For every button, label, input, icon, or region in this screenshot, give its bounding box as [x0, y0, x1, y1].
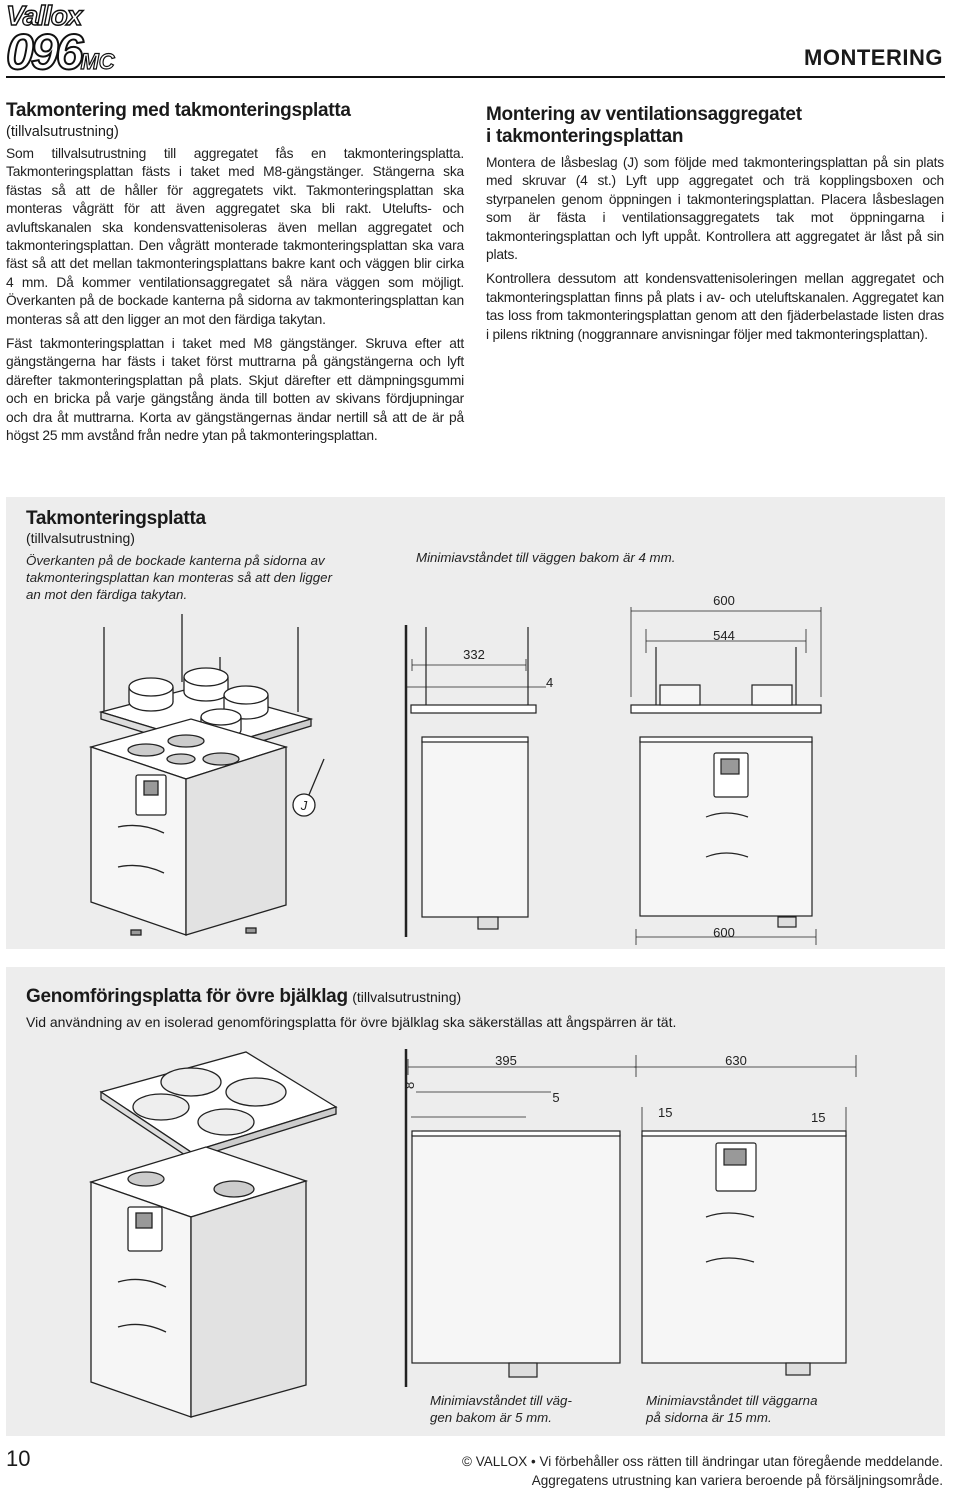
- model-suffix: MC: [80, 48, 115, 74]
- figure2-note-back-line2: gen bakom är 5 mm.: [430, 1410, 552, 1425]
- condensate-drain: [477, 916, 499, 930]
- control-display: [143, 780, 159, 796]
- left-paragraph-2: Fäst takmonteringsplattan i taket med M8…: [6, 336, 464, 444]
- right-column-title-line2: i takmonteringsplattan: [486, 126, 684, 147]
- figure1-note-line2: takmonteringsplattan kan monteras så att…: [26, 570, 333, 585]
- page-number: 10: [6, 1446, 31, 1471]
- figure2-note-sides-line1: Minimiavståndet till väggarna: [646, 1393, 818, 1408]
- unit-side-view: [421, 740, 529, 918]
- dim-15-left: 15: [658, 1105, 672, 1120]
- section-title: MONTERING: [804, 45, 943, 70]
- figure1-wall-note: Minimiavståndet till väggen bakom är 4 m…: [416, 550, 676, 565]
- header-divider: [6, 76, 945, 78]
- duct-top: [128, 677, 174, 697]
- isometric-through-plate-drawing: [88, 1051, 338, 1418]
- figure2-title: Genomföringsplatta för övre bjälklag: [26, 986, 348, 1007]
- figure1-drawings: J 332 4: [88, 593, 822, 945]
- footer: © VALLOX • Vi förbehåller oss rätten til…: [462, 1452, 943, 1490]
- figure2-heading: Genomföringsplatta för övre bjälklag (ti…: [26, 985, 461, 1009]
- dim-5: 5: [552, 1090, 559, 1105]
- figure2-title-suffix: (tillvalsutrustning): [352, 989, 462, 1005]
- callout-circle: [292, 793, 316, 817]
- dim-630: 630: [725, 1053, 747, 1068]
- right-paragraph-2: Kontrollera dessutom att kondensvattenis…: [486, 271, 944, 342]
- right-column: Montering av ventilationsaggregatet i ta…: [486, 104, 944, 350]
- figure2-note-back-line1: Minimiavståndet till väg-: [430, 1393, 572, 1408]
- dim-4: 4: [546, 675, 553, 690]
- unit-side-view: [411, 1134, 621, 1364]
- figure1-note-line1: Överkanten på de bockade kanterna på sid…: [26, 553, 325, 568]
- dim-544: 544: [713, 628, 735, 643]
- ceiling-plate-side: [410, 704, 537, 714]
- figure1-title: Takmonteringsplatta: [26, 508, 206, 529]
- footer-equipment-note: Aggregatens utrustning kan variera beroe…: [531, 1473, 943, 1488]
- model-number: 096MC: [5, 24, 115, 88]
- dim-15-right: 15: [811, 1110, 825, 1125]
- figure-panel-through-plate: Genomföringsplatta för övre bjälklag (ti…: [6, 967, 945, 1436]
- unit-side: [185, 746, 287, 936]
- dim-600-bottom: 600: [713, 925, 735, 940]
- left-paragraph-1: Som tillvalsutrustning till aggregatet f…: [6, 146, 464, 327]
- figure2-description: Vid användning av en isolerad genomförin…: [26, 1014, 677, 1030]
- left-column: Takmontering med takmonteringsplatta (ti…: [6, 100, 464, 452]
- figure1-subtitle: (tillvalsutrustning): [26, 530, 135, 546]
- footer-copyright: © VALLOX • Vi förbehåller oss rätten til…: [462, 1454, 943, 1469]
- dim-395: 395: [495, 1053, 517, 1068]
- figure2-note-back: Minimiavståndet till väg- gen bakom är 5…: [430, 1392, 620, 1426]
- figure2-drawings: 395 5 8 630 15 15: [88, 1049, 857, 1418]
- side-view-drawing-2: [404, 1049, 637, 1387]
- brand-name: Vallox: [5, 0, 83, 32]
- front-view-drawing: [630, 607, 822, 945]
- ceiling-plate-front: [630, 704, 822, 714]
- isometric-ceiling-plate-drawing: [88, 614, 325, 936]
- figure1-note: Överkanten på de bockade kanterna på sid…: [26, 552, 406, 603]
- right-column-title-line1: Montering av ventilationsaggregatet: [486, 104, 802, 125]
- front-view-drawing-2: [634, 1055, 857, 1376]
- dim-8: 8: [402, 1082, 417, 1089]
- figure2-note-sides: Minimiavståndet till väggarna på sidorna…: [646, 1392, 866, 1426]
- figure-panel-ceiling-plate: Takmonteringsplatta (tillvalsutrustning)…: [6, 497, 945, 949]
- left-column-subtitle: (tillvalsutrustning): [6, 124, 119, 140]
- right-paragraph-1: Montera de låsbeslag (J) som följde med …: [486, 155, 944, 263]
- callout-label-j: J: [300, 798, 308, 813]
- dim-600-top: 600: [713, 593, 735, 608]
- model-number-main: 096: [5, 24, 84, 80]
- door-handle: [117, 864, 165, 874]
- figure2-note-sides-line2: på sidorna är 15 mm.: [646, 1410, 772, 1425]
- left-column-title: Takmontering med takmonteringsplatta: [6, 100, 351, 121]
- figure1-note-line3: an mot den färdiga takytan.: [26, 587, 188, 602]
- door-handle: [117, 824, 165, 834]
- side-view-drawing: [404, 625, 546, 937]
- dim-332: 332: [463, 647, 485, 662]
